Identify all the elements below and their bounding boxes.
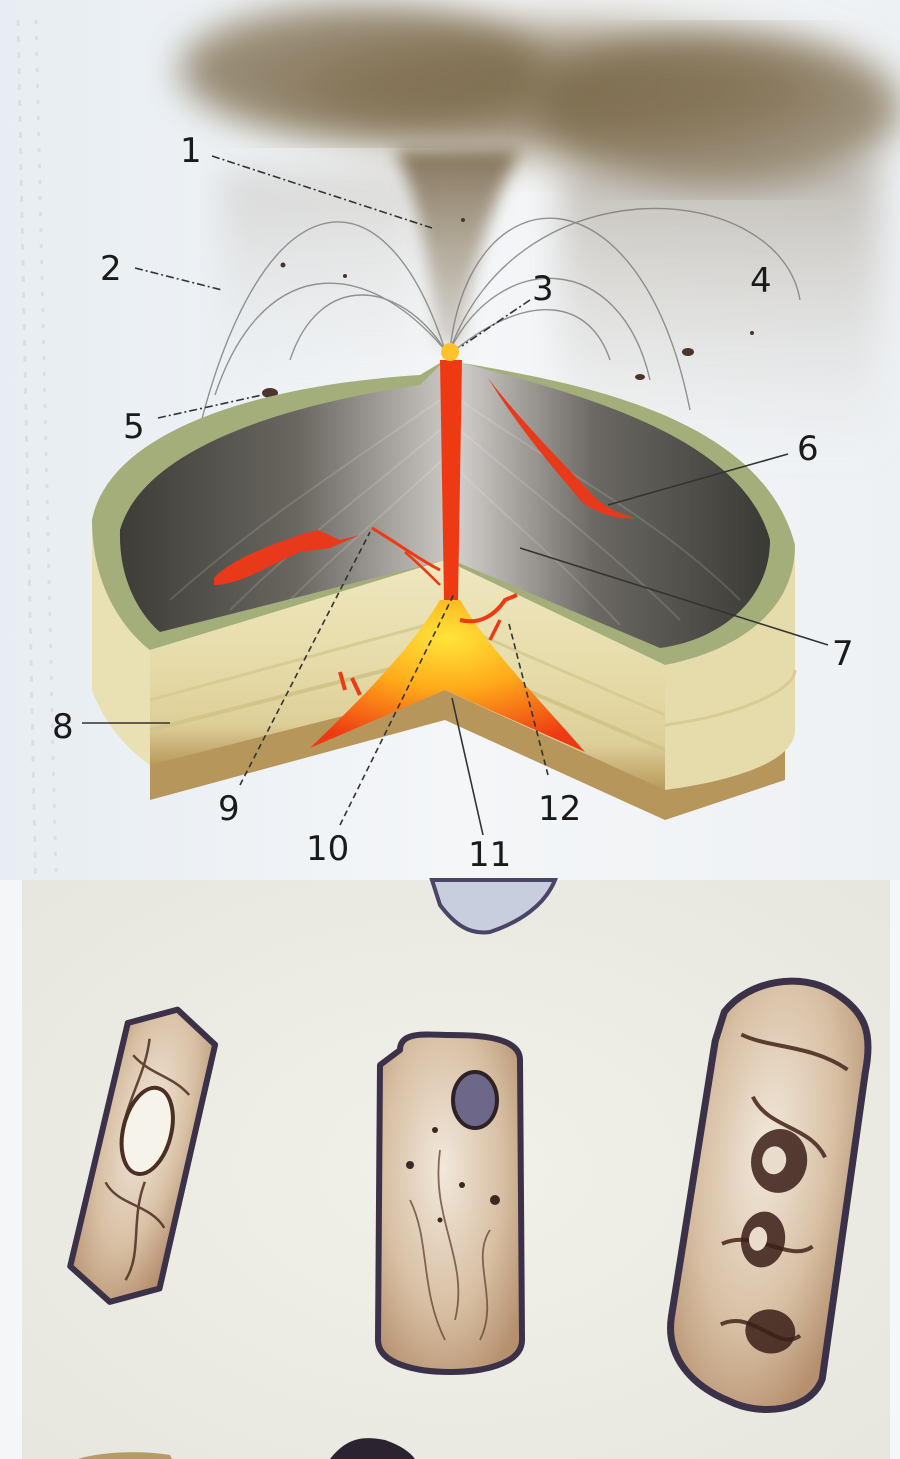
label-11: 11 (468, 835, 511, 875)
label-9: 9 (218, 789, 240, 829)
label-3: 3 (532, 269, 554, 309)
label-7: 7 (832, 634, 854, 674)
label-8: 8 (52, 707, 74, 747)
label-1: 1 (180, 131, 202, 171)
label-12: 12 (538, 789, 581, 829)
label-4: 4 (750, 261, 772, 301)
label-6: 6 (797, 429, 819, 469)
label-2: 2 (100, 249, 122, 289)
label-10: 10 (306, 829, 349, 869)
crystal-middle (378, 1034, 522, 1372)
microscope-photo (22, 880, 890, 1459)
label-5: 5 (123, 407, 145, 447)
